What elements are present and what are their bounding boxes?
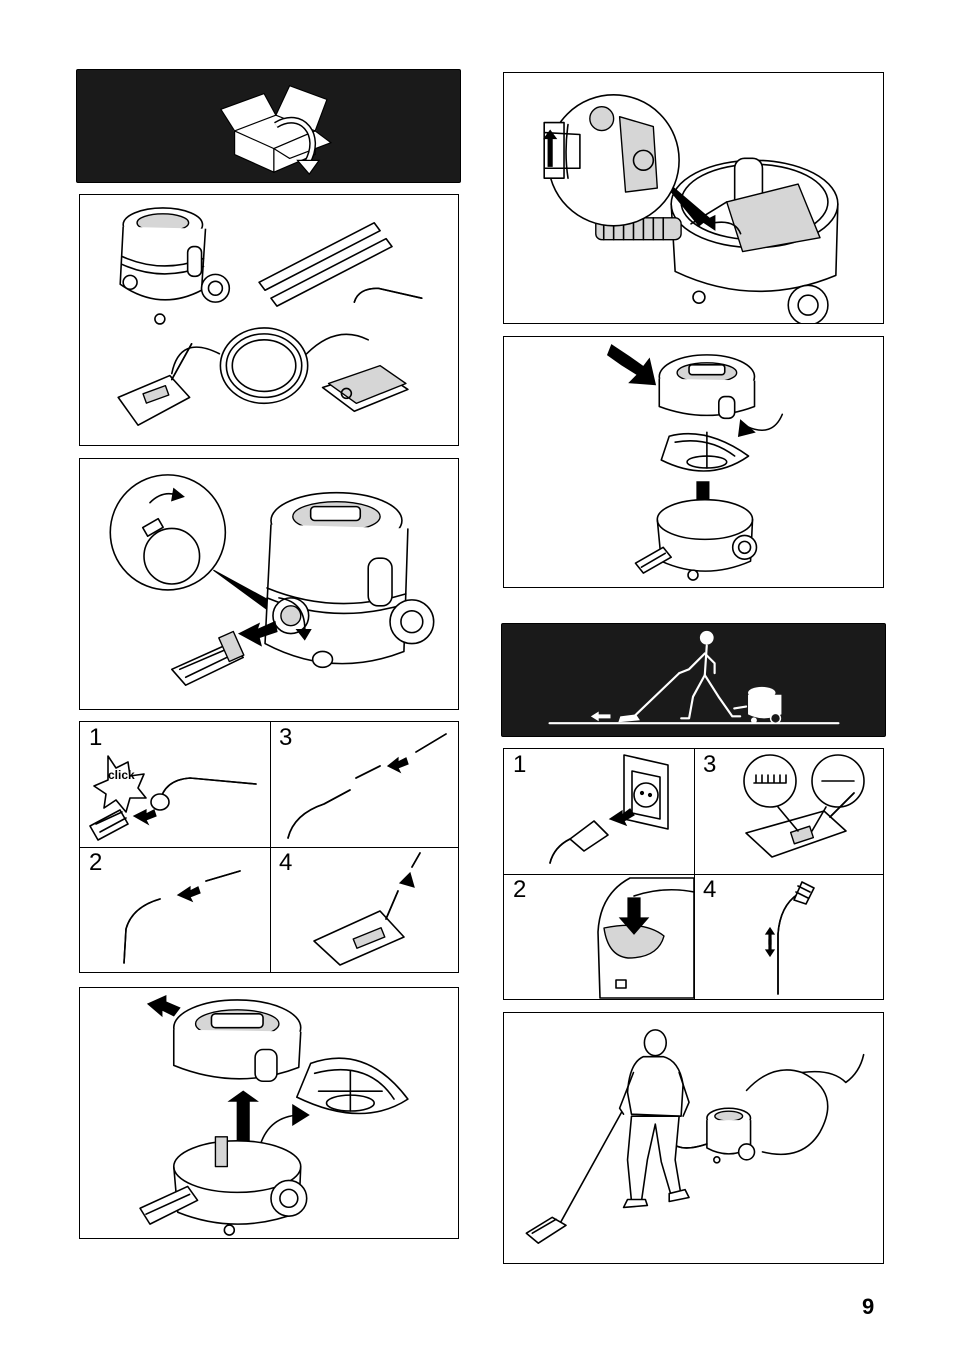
air-regulator-illustration <box>694 874 884 1000</box>
assembly-step-2: 2 <box>80 847 270 973</box>
open-container-panel <box>79 987 459 1239</box>
operation-step-1: 1 <box>504 749 694 874</box>
assembly-step-4: 4 <box>270 847 459 973</box>
floor-nozzle-setting-illustration <box>694 749 884 874</box>
power-switch-illustration <box>504 874 694 1000</box>
page-number: 9 <box>862 1294 892 1320</box>
filter-bag-insert-illustration <box>504 73 883 323</box>
package-contents-panel <box>79 194 459 446</box>
vacuuming-person-icon <box>502 624 885 736</box>
assembly-step-3: 3 <box>270 722 459 847</box>
operation-step-4: 4 <box>694 874 884 1000</box>
operation-steps-grid: 1 3 2 <box>503 748 884 1000</box>
assembly-step-1: 1 click <box>80 722 270 847</box>
hose-connection-panel <box>79 458 459 710</box>
close-lid-panel <box>503 336 884 588</box>
open-container-illustration <box>80 988 458 1238</box>
hose-connection-illustration <box>80 459 458 709</box>
usage-panel <box>503 1012 884 1264</box>
assembly-steps-grid: 1 click 3 2 <box>79 721 459 973</box>
filter-bag-insert-panel <box>503 72 884 324</box>
handle-click-illustration <box>80 722 270 847</box>
close-lid-illustration <box>504 337 883 587</box>
operation-header <box>501 623 886 737</box>
person-vacuuming-illustration <box>504 1013 883 1263</box>
nozzle-attach-illustration <box>270 847 459 973</box>
tube-insert-illustration <box>80 847 270 973</box>
open-box-icon <box>77 70 460 182</box>
package-contents-illustration <box>80 195 458 445</box>
operation-step-3: 3 <box>694 749 884 874</box>
power-plug-illustration <box>504 749 694 874</box>
operation-step-2: 2 <box>504 874 694 1000</box>
click-label: click <box>108 768 135 782</box>
unpack-header <box>76 69 461 183</box>
extension-tube-illustration <box>270 722 459 847</box>
